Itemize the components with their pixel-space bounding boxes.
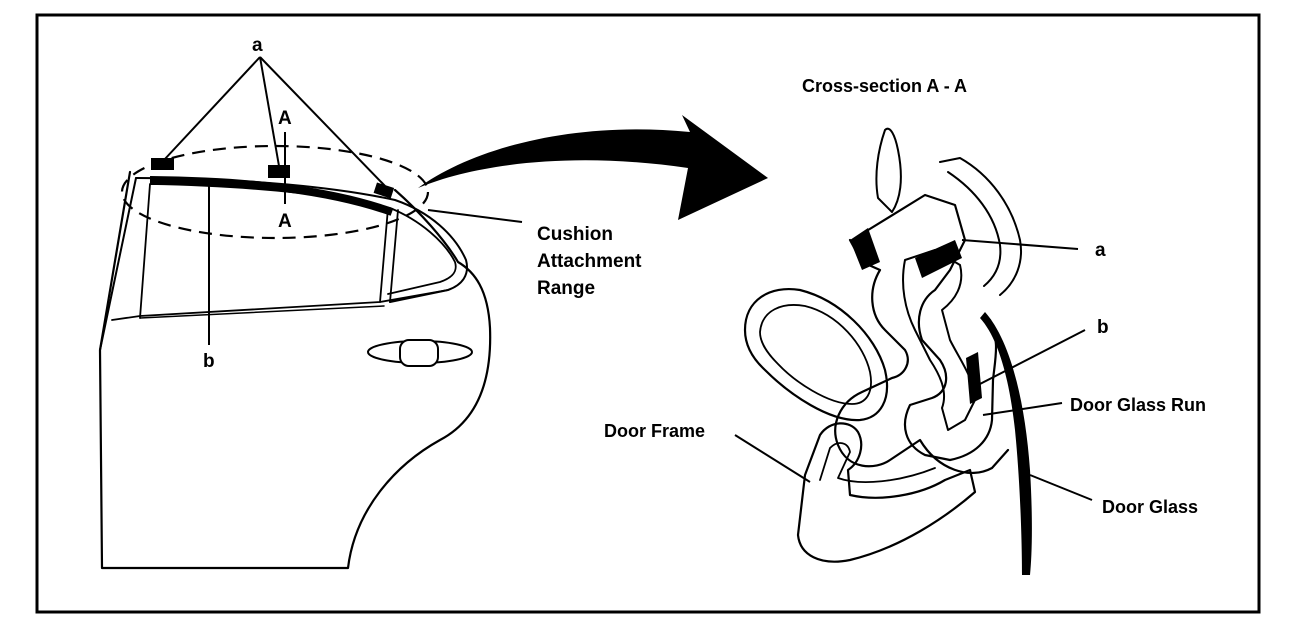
door-belt-line-lower [139,305,385,319]
label-cushion-line1: Cushion [537,224,613,245]
clip-a-2 [268,165,290,178]
glass-run-channel [902,249,976,431]
clip-a-1 [151,158,174,170]
figure-border [35,13,1261,614]
inner-trim-oval-inner [759,304,872,405]
leader-lines-right [734,239,1093,501]
label-section-A-top: A [278,108,292,129]
roof-weatherstrip-inner [947,171,1002,287]
clip-a-3 [373,182,395,199]
label-door-glass-run: Door Glass Run [1070,395,1206,415]
curved-arrow [418,115,768,220]
door-glass-section [980,312,1032,575]
door-frame-lower [796,422,977,563]
door-front-edge [99,177,137,351]
door-frame-section-outer [834,238,1010,475]
leader-line-cushion [427,209,523,223]
label-door-frame: Door Frame [604,421,705,441]
leader-lines-a [163,56,386,187]
label-a-right: a [1095,240,1106,261]
door-frame-lower-inner [819,442,936,483]
roof-weatherstrip [939,157,1022,296]
window-frame-outer [135,177,468,303]
outer-seal-lip [875,127,902,213]
cushion-range-ellipse [120,144,430,240]
label-section-A-bottom: A [278,211,292,232]
label-a-top: a [252,35,263,56]
label-b-right: b [1097,317,1109,338]
cross-section-clip-a [915,240,962,278]
label-cushion-line2: Attachment [537,251,642,272]
door-frame-section [858,193,998,462]
label-cushion-line3: Range [537,278,595,299]
rear-door-illustration [98,170,492,570]
label-door-glass: Door Glass [1102,497,1198,517]
cross-section-illustration [743,127,1022,563]
cross-section-title: Cross-section A - A [802,76,967,96]
cross-section-cushion-b [966,352,982,404]
label-b-left: b [203,351,215,372]
door-handle [399,339,439,367]
door-outer-panel [98,170,492,570]
cross-section-seal-edge [850,228,880,270]
inner-trim-oval [743,287,889,422]
door-belt-line [111,289,449,321]
